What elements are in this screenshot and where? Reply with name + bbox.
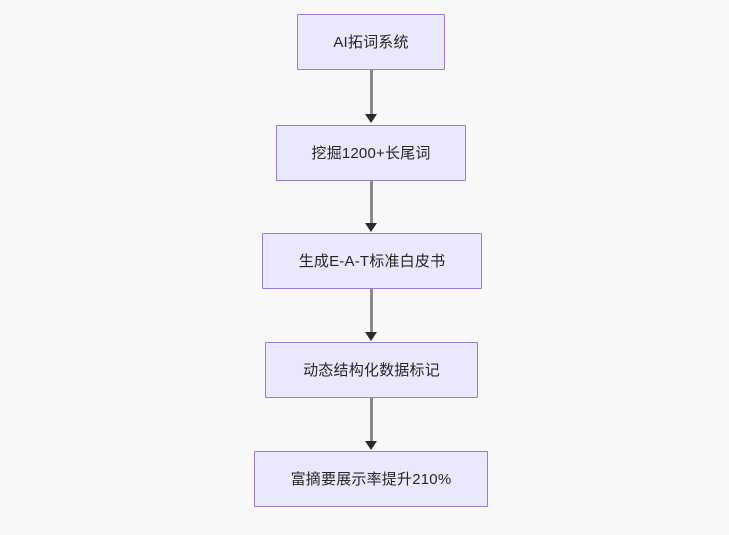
- flowchart-node-n4[interactable]: 动态结构化数据标记: [265, 342, 478, 398]
- flowchart-node-label: 生成E-A-T标准白皮书: [298, 252, 446, 270]
- flowchart-node-label: 挖掘1200+长尾词: [311, 144, 431, 162]
- flowchart-node-label: 富摘要展示率提升210%: [290, 470, 452, 488]
- flowchart-arrowhead-n2-n3: [365, 223, 377, 232]
- flowchart-edge-n1-n2: [370, 70, 373, 116]
- flowchart-node-label: 动态结构化数据标记: [303, 361, 440, 379]
- flowchart-node-n1[interactable]: AI拓词系统: [297, 14, 445, 70]
- flowchart-node-n3[interactable]: 生成E-A-T标准白皮书: [262, 233, 482, 289]
- flowchart-edge-n4-n5: [370, 398, 373, 442]
- flowchart-arrowhead-n4-n5: [365, 441, 377, 450]
- flowchart-node-n5[interactable]: 富摘要展示率提升210%: [254, 451, 488, 507]
- flowchart-node-n2[interactable]: 挖掘1200+长尾词: [276, 125, 466, 181]
- flowchart-arrowhead-n3-n4: [365, 332, 377, 341]
- flowchart-node-label: AI拓词系统: [333, 33, 409, 51]
- flowchart-edge-n2-n3: [370, 181, 373, 225]
- flowchart-arrowhead-n1-n2: [365, 114, 377, 123]
- flowchart-edge-n3-n4: [370, 289, 373, 333]
